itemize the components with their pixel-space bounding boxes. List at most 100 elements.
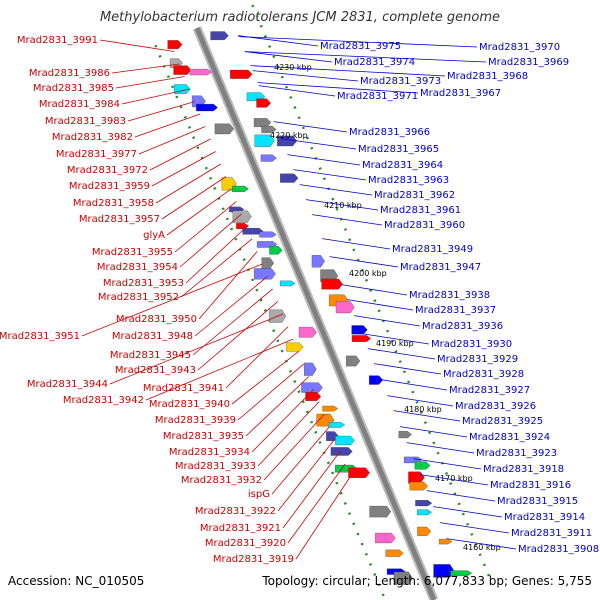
gene-block-24 — [259, 231, 277, 238]
left-leader-5 — [134, 113, 201, 138]
left-gene-label-28: Mrad2831_3933 — [175, 461, 256, 472]
left-gene-label-12: Mrad2831_3955 — [92, 247, 173, 258]
gene-block-54 — [403, 456, 423, 464]
gene-block-0 — [167, 40, 183, 50]
gene-block-57 — [409, 481, 429, 491]
left-gene-label-26: Mrad2831_3935 — [163, 431, 244, 442]
right-leader-16 — [329, 256, 399, 268]
right-leader-23 — [380, 379, 448, 391]
accession-label: Accession: NC_010505 — [8, 574, 145, 588]
right-leader-18 — [347, 299, 414, 311]
right-gene-label-33: Mrad2831_3908 — [518, 544, 599, 555]
gene-block-14 — [254, 134, 275, 147]
left-gene-label-4: Mrad2831_3983 — [45, 116, 126, 127]
gene-block-21 — [232, 210, 252, 223]
gene-block-36 — [298, 326, 317, 338]
gene-block-11 — [214, 123, 234, 135]
gene-block-66 — [393, 571, 413, 585]
right-leader-29 — [419, 474, 489, 486]
left-gene-label-3: Mrad2831_3984 — [39, 99, 120, 110]
left-gene-label-1: Mrad2831_3986 — [29, 68, 110, 79]
right-leader-3 — [244, 51, 487, 63]
gene-block-3 — [173, 65, 192, 75]
right-gene-label-4: Mrad2831_3968 — [447, 71, 528, 82]
right-gene-label-32: Mrad2831_3911 — [511, 528, 592, 539]
gene-block-62 — [417, 526, 432, 537]
gene-block-27 — [261, 257, 275, 269]
left-gene-label-25: Mrad2831_3939 — [155, 415, 236, 426]
gene-block-37 — [286, 342, 304, 352]
kbp-marker-7: 4160 kbp — [463, 543, 501, 552]
left-leader-0 — [99, 39, 175, 52]
right-leader-19 — [353, 315, 421, 327]
right-gene-label-23: Mrad2831_3927 — [449, 385, 530, 396]
right-gene-label-0: Mrad2831_3975 — [320, 41, 401, 52]
gene-block-13 — [261, 125, 277, 134]
gene-block-51 — [398, 431, 412, 439]
right-leader-11 — [293, 169, 367, 181]
left-leader-12 — [174, 201, 237, 253]
right-gene-label-9: Mrad2831_3965 — [358, 144, 439, 155]
gene-block-47 — [328, 422, 346, 428]
right-gene-label-30: Mrad2831_3915 — [497, 496, 578, 507]
left-gene-label-33: Mrad2831_3920 — [205, 538, 286, 549]
left-leader-6 — [138, 126, 206, 155]
left-gene-label-31: Mrad2831_3922 — [195, 506, 276, 517]
left-leader-9 — [155, 163, 222, 204]
gene-block-29 — [311, 255, 325, 268]
right-gene-label-10: Mrad2831_3964 — [362, 160, 443, 171]
left-gene-label-11: glyA — [143, 230, 165, 241]
right-leader-5 — [252, 70, 359, 82]
right-gene-label-28: Mrad2831_3918 — [483, 464, 564, 475]
kbp-marker-2: 4210 kbp — [324, 201, 362, 210]
right-gene-label-3: Mrad2831_3969 — [488, 57, 569, 68]
gene-block-4 — [189, 68, 212, 76]
right-gene-label-19: Mrad2831_3936 — [422, 321, 503, 332]
left-gene-label-16: Mrad2831_3950 — [116, 314, 197, 325]
left-gene-label-29: Mrad2831_3932 — [181, 475, 262, 486]
right-gene-label-14: Mrad2831_3960 — [384, 220, 465, 231]
gene-block-32 — [321, 278, 343, 290]
left-leader-18 — [194, 276, 268, 337]
page-title: Methylobacterium radiotolerans JCM 2831,… — [99, 10, 501, 25]
gene-block-19 — [280, 173, 299, 183]
left-leader-27 — [251, 388, 315, 453]
right-gene-label-6: Mrad2831_3971 — [337, 91, 418, 102]
left-gene-label-15: Mrad2831_3952 — [98, 292, 179, 303]
gene-block-44 — [369, 375, 384, 385]
left-gene-label-32: Mrad2831_3921 — [200, 523, 281, 534]
left-gene-label-24: Mrad2831_3940 — [149, 399, 230, 410]
gene-block-64 — [438, 538, 453, 545]
right-leader-20 — [361, 333, 430, 345]
left-gene-label-22: Mrad2831_3941 — [143, 383, 224, 394]
right-leader-33 — [446, 538, 517, 550]
right-leader-32 — [439, 522, 510, 534]
right-gene-label-24: Mrad2831_3926 — [455, 401, 536, 412]
right-leader-6 — [258, 85, 336, 97]
right-leader-30 — [426, 490, 496, 502]
right-gene-label-20: Mrad2831_3930 — [431, 339, 512, 350]
right-leader-17 — [341, 284, 408, 296]
left-gene-label-0: Mrad2831_3991 — [17, 35, 98, 46]
right-gene-label-22: Mrad2831_3928 — [443, 369, 524, 380]
left-leader-11 — [166, 188, 232, 236]
right-leader-2 — [244, 51, 333, 63]
right-leader-1 — [238, 36, 478, 48]
chromosome-axis — [194, 27, 437, 600]
left-leader-29 — [263, 413, 325, 481]
gene-block-26 — [269, 246, 283, 255]
left-leader-33 — [287, 463, 346, 544]
right-gene-label-7: Mrad2831_3967 — [420, 88, 501, 99]
right-gene-label-29: Mrad2831_3916 — [490, 480, 571, 491]
right-leader-28 — [413, 458, 482, 470]
left-leader-7 — [149, 138, 211, 171]
left-leader-17 — [81, 263, 263, 337]
gene-block-49 — [335, 435, 355, 446]
left-gene-label-9: Mrad2831_3958 — [73, 198, 154, 209]
left-leader-14 — [185, 226, 248, 284]
gene-block-50 — [330, 447, 353, 456]
right-leader-21 — [367, 348, 436, 360]
gene-block-30 — [280, 280, 296, 287]
gene-block-40 — [304, 362, 317, 376]
right-leader-25 — [393, 410, 461, 422]
